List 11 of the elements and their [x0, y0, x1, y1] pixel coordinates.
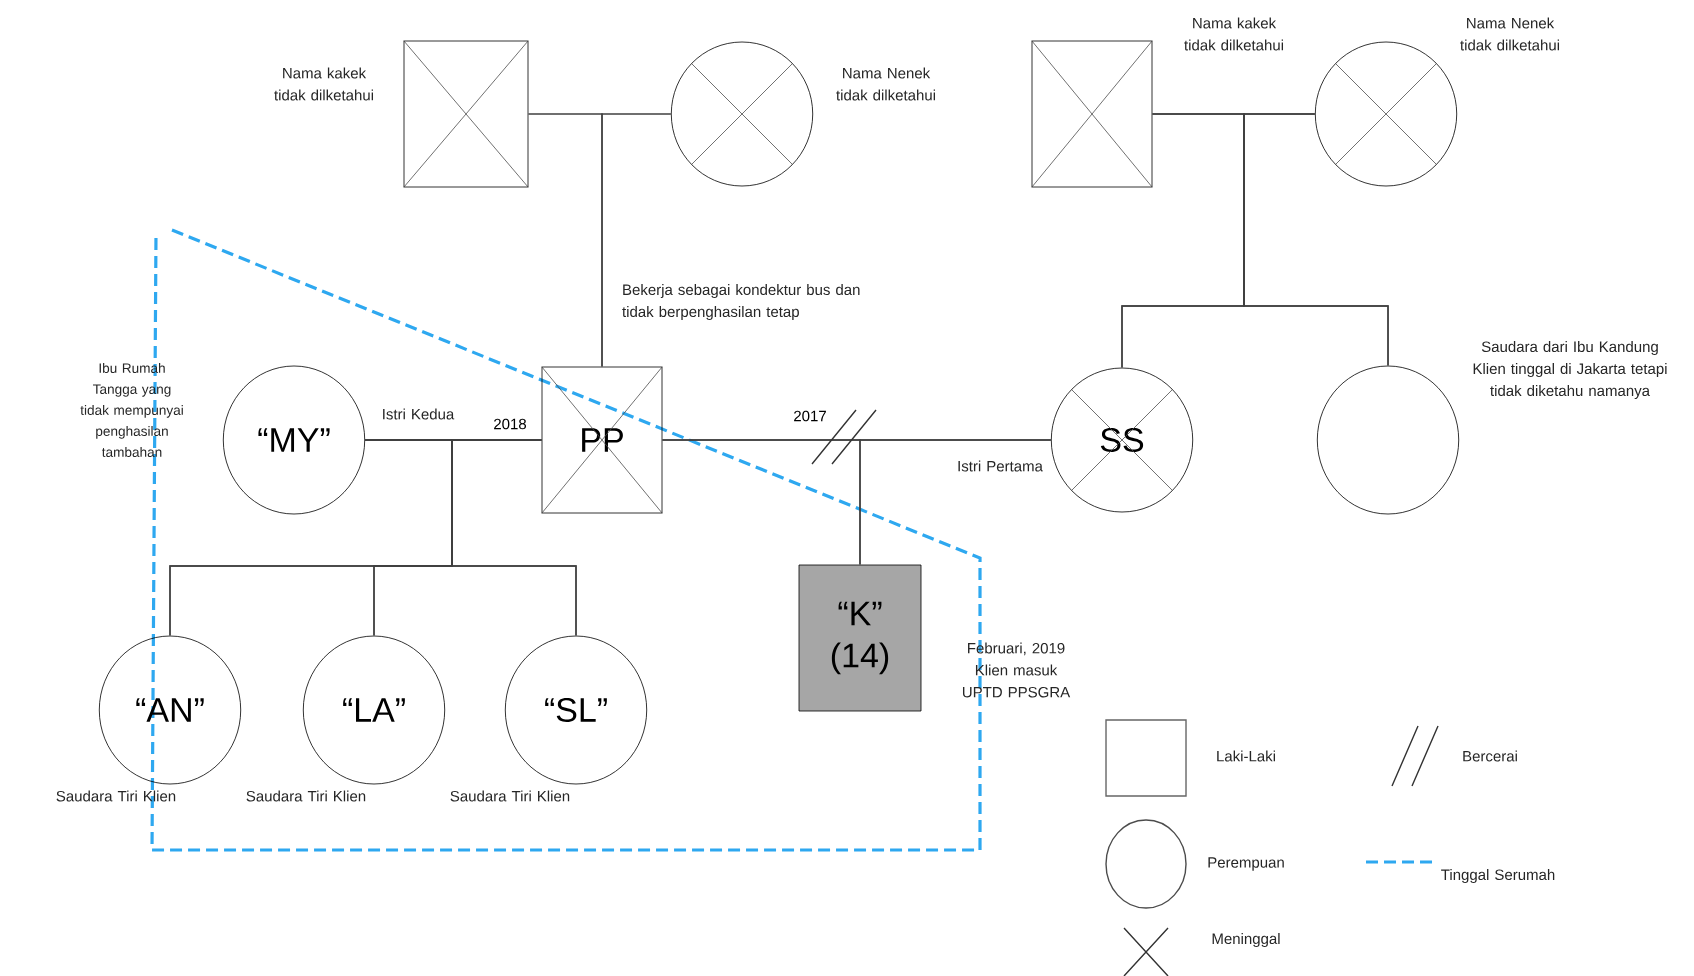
family-line: [601, 113, 672, 368]
deceased-male-box: [403, 40, 529, 188]
deceased-female-circle: [1314, 41, 1458, 187]
deceased-female-circle: [670, 41, 814, 187]
female-circle: [1316, 365, 1460, 515]
family-line: [859, 439, 1052, 566]
deceased-male-box: [1031, 40, 1153, 188]
deceased-male-box: PP: [541, 366, 663, 514]
family-line: [1243, 113, 1389, 367]
family-line: [451, 439, 577, 637]
client-box: “K” (14): [798, 564, 922, 712]
